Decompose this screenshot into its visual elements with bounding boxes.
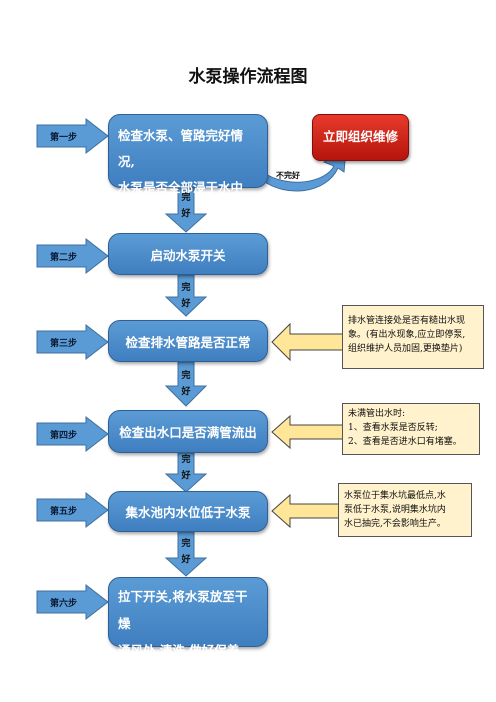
note-text: 排水管连接处是否有糙出水现 xyxy=(348,316,466,326)
step-tag-label: 第三步 xyxy=(50,338,78,349)
connector-label-4: 完好 xyxy=(181,455,191,481)
step-box-3: 检查排水管路是否正常 xyxy=(108,320,268,362)
step-tag-label: 第四步 xyxy=(50,430,78,441)
repair-arrow xyxy=(261,149,347,192)
fail-label: 不完好 xyxy=(276,170,300,180)
step-tag-5: 第五步 xyxy=(36,492,110,528)
step-text: 水泵是否全部浸于水中 xyxy=(118,180,244,195)
note-text: 组织维护人员加固,更换垫片) xyxy=(348,344,463,354)
note-text: 2、查看是否进水口有堵塞。 xyxy=(348,437,462,447)
step-tag-2: 第二步 xyxy=(36,238,110,274)
step-tag-label: 第五步 xyxy=(50,506,78,517)
note-text: 1、查看水泵是否反转; xyxy=(348,423,438,433)
note-box-3: 水泵位于集水坑最低点,水 泵低于水泵,说明集水坑内 水已抽完,不会影响生产。 xyxy=(338,483,472,537)
down-arrow-3 xyxy=(164,361,208,407)
step-tag-1: 第一步 xyxy=(36,118,110,154)
note-text: 泵低于水泵,说明集水坑内 xyxy=(344,505,446,515)
note-text: 未满管出水时: xyxy=(348,409,406,419)
step-text: 启动水泵开关 xyxy=(150,247,226,263)
step-tag-4: 第四步 xyxy=(36,416,110,452)
note-box-1: 排水管连接处是否有糙出水现 象。(有出水现象,应立即停泵, 组织维护人员加固,更… xyxy=(342,305,484,369)
connector-label-1: 完好 xyxy=(181,193,191,219)
connector-label-3: 完好 xyxy=(181,371,191,397)
down-arrow-4 xyxy=(164,452,208,493)
step-text: 检查排水管路是否正常 xyxy=(125,334,251,350)
note-arrow-2 xyxy=(271,414,347,450)
step-box-4: 检查出水口是否满管流出 xyxy=(108,410,268,453)
step-box-5: 集水池内水位低于水泵 xyxy=(108,491,268,532)
step-text: 通风处,清洗,做好保养 xyxy=(118,643,240,658)
note-text: 水泵位于集水坑最低点,水 xyxy=(344,491,446,501)
down-arrow-1 xyxy=(164,187,208,233)
down-arrow-5 xyxy=(164,531,208,577)
step-tag-3: 第三步 xyxy=(36,324,110,360)
step-box-2: 启动水泵开关 xyxy=(108,233,268,275)
step-tag-6: 第六步 xyxy=(36,584,110,620)
connector-label-2: 完好 xyxy=(181,283,191,309)
step-text: 检查水泵、管路完好情况, xyxy=(118,128,244,169)
connector-label-5: 完好 xyxy=(181,539,191,565)
step-box-6: 拉下开关,将水泵放至干燥 通风处,清洗,做好保养 xyxy=(108,577,268,658)
step-text: 检查出水口是否满管流出 xyxy=(119,425,257,440)
repair-box: 立即组织维修 xyxy=(312,114,409,161)
down-arrow-2 xyxy=(164,274,208,317)
note-arrow-3 xyxy=(271,493,343,529)
note-arrow-1 xyxy=(271,322,347,362)
page-title: 水泵操作流程图 xyxy=(188,67,308,87)
step-tag-label: 第二步 xyxy=(50,252,78,263)
note-text: 象。(有出水现象,应立即停泵, xyxy=(348,330,466,340)
note-text: 水已抽完,不会影响生产。 xyxy=(344,519,446,529)
step-text: 拉下开关,将水泵放至干燥 xyxy=(118,589,248,631)
step-box-1: 检查水泵、管路完好情况, 水泵是否全部浸于水中 xyxy=(108,114,268,195)
note-box-2: 未满管出水时: 1、查看水泵是否反转; 2、查看是否进水口有堵塞。 xyxy=(342,403,480,455)
step-text: 集水池内水位低于水泵 xyxy=(125,505,251,520)
step-tag-label: 第一步 xyxy=(50,132,78,143)
step-tag-label: 第六步 xyxy=(50,598,78,609)
